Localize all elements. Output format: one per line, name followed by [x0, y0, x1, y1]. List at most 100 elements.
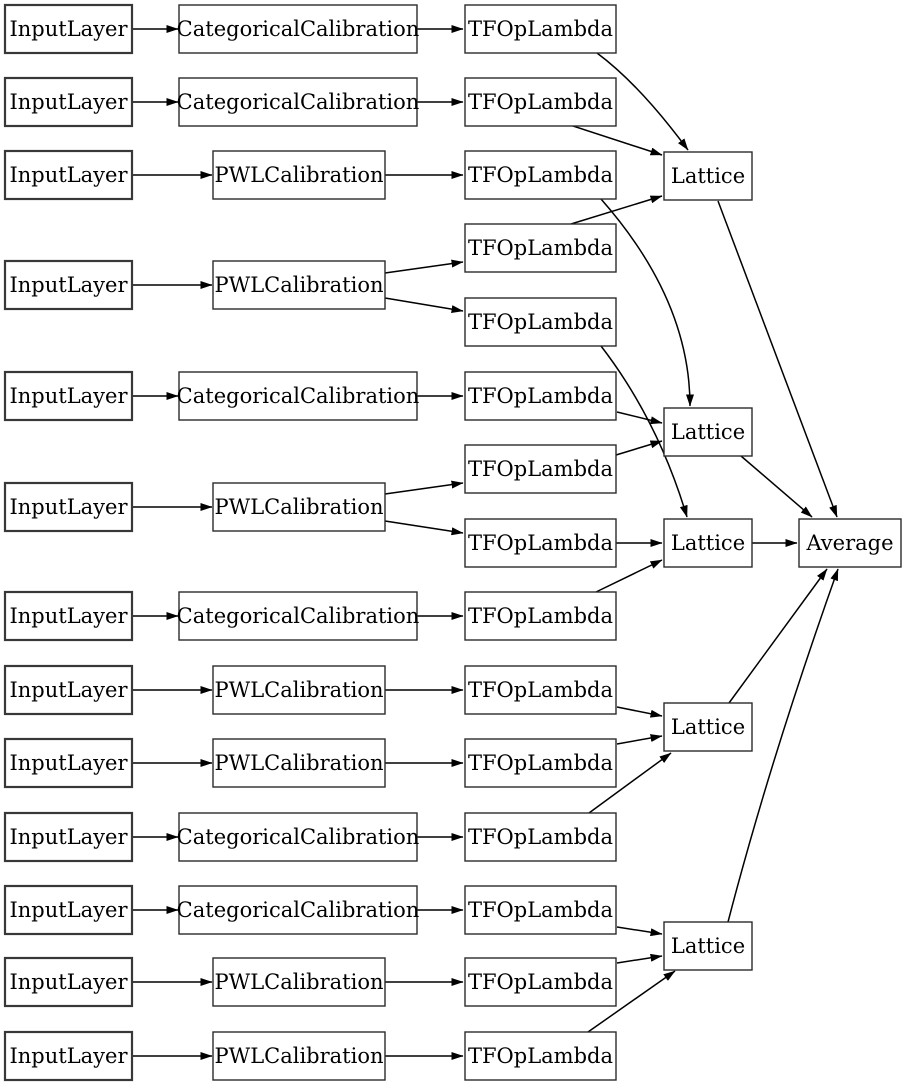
edge-tf9-to-lat3 [595, 559, 663, 593]
lat3-label: Lattice [671, 531, 745, 555]
cal6-box [212, 482, 386, 532]
node-in10: InputLayer [3, 811, 134, 863]
in8-box [3, 664, 134, 716]
node-lat3: Lattice [663, 518, 753, 568]
tf12-box [464, 812, 617, 862]
cal12-box [212, 957, 386, 1007]
in10-box [3, 811, 134, 863]
edge-tf15-to-lat5 [587, 970, 676, 1033]
in11-label: InputLayer [9, 898, 128, 922]
tf3-box [464, 150, 617, 200]
in5-label: InputLayer [9, 384, 128, 408]
in1-box [3, 3, 134, 55]
avg-label: Average [805, 531, 893, 555]
edge-lat4-to-avg [728, 568, 828, 704]
node-cal13: PWLCalibration [212, 1031, 386, 1081]
edges-layer [132, 25, 839, 1060]
in3-box [3, 149, 134, 201]
edge-tf14-to-lat5 [616, 953, 663, 964]
cal7-label: CategoricalCalibration [177, 604, 420, 628]
tf8-box [464, 518, 617, 568]
node-tf9: TFOpLambda [464, 591, 617, 641]
cal7-box [178, 591, 418, 641]
node-cal7: CategoricalCalibration [177, 591, 420, 641]
lat5-label: Lattice [671, 934, 745, 958]
tf1-box [464, 4, 617, 54]
in13-label: InputLayer [9, 1044, 128, 1068]
in8-label: InputLayer [9, 678, 128, 702]
node-in11: InputLayer [3, 884, 134, 936]
in7-box [3, 590, 134, 642]
node-avg: Average [798, 518, 902, 568]
node-tf6: TFOpLambda [464, 371, 617, 421]
cal9-label: PWLCalibration [214, 751, 383, 775]
lat2-box [663, 407, 753, 457]
edge-tf11-to-lat4 [616, 734, 663, 745]
in3-label: InputLayer [9, 163, 128, 187]
tf7-label: TFOpLambda [468, 457, 613, 481]
edge-tf7-to-lat2 [615, 440, 663, 456]
tf4-label: TFOpLambda [468, 236, 613, 260]
node-tf14: TFOpLambda [464, 957, 617, 1007]
tf1-label: TFOpLambda [468, 17, 613, 41]
tf6-label: TFOpLambda [468, 384, 613, 408]
in1-label: InputLayer [9, 17, 128, 41]
avg-box [798, 518, 902, 568]
lat3-box [663, 518, 753, 568]
edge-tf5-to-lat3 [600, 345, 688, 518]
node-in12: InputLayer [3, 956, 134, 1008]
edge-lat1-to-avg [717, 200, 838, 518]
tf11-label: TFOpLambda [468, 751, 613, 775]
edge-cal6-to-tf7 [384, 480, 464, 495]
in13-box [3, 1030, 134, 1082]
in12-label: InputLayer [9, 970, 128, 994]
node-lat4: Lattice [663, 702, 753, 752]
node-cal3: PWLCalibration [212, 150, 386, 200]
tf10-label: TFOpLambda [468, 678, 613, 702]
node-tf13: TFOpLambda [464, 885, 617, 935]
node-in1: InputLayer [3, 3, 134, 55]
node-cal5: CategoricalCalibration [177, 371, 420, 421]
node-in9: InputLayer [3, 737, 134, 789]
node-tf5: TFOpLambda [464, 297, 617, 347]
in2-box [3, 76, 134, 128]
tf5-label: TFOpLambda [468, 310, 613, 334]
edge-cal4-to-tf5 [384, 297, 464, 314]
nodes-layer: InputLayerInputLayerInputLayerInputLayer… [3, 3, 902, 1082]
lat4-box [663, 702, 753, 752]
node-cal6: PWLCalibration [212, 482, 386, 532]
cal1-box [178, 4, 418, 54]
cal4-box [212, 260, 386, 310]
node-cal4: PWLCalibration [212, 260, 386, 310]
cal5-label: CategoricalCalibration [177, 384, 420, 408]
in10-label: InputLayer [9, 825, 128, 849]
tf14-label: TFOpLambda [468, 970, 613, 994]
in6-label: InputLayer [9, 495, 128, 519]
cal10-box [178, 812, 418, 862]
node-in2: InputLayer [3, 76, 134, 128]
node-cal2: CategoricalCalibration [177, 77, 419, 127]
tf14-box [464, 957, 617, 1007]
node-cal12: PWLCalibration [212, 957, 386, 1007]
tf13-label: TFOpLambda [468, 898, 613, 922]
lat4-label: Lattice [671, 715, 745, 739]
edge-tf6-to-lat2 [616, 411, 663, 425]
node-cal8: PWLCalibration [212, 665, 386, 715]
node-in4: InputLayer [3, 259, 134, 311]
node-lat1: Lattice [663, 151, 753, 201]
tf5-box [464, 297, 617, 347]
node-tf8: TFOpLambda [464, 518, 617, 568]
node-cal11: CategoricalCalibration [177, 885, 419, 935]
cal2-box [178, 77, 418, 127]
edge-tf4-to-lat1 [570, 195, 663, 225]
cal13-box [212, 1031, 386, 1081]
in9-label: InputLayer [9, 751, 128, 775]
cal1-label: CategoricalCalibration [177, 17, 420, 41]
cal11-box [178, 885, 418, 935]
node-tf7: TFOpLambda [464, 444, 617, 494]
edge-cal6-to-tf8 [384, 520, 464, 536]
tf2-box [464, 77, 617, 127]
node-in8: InputLayer [3, 664, 134, 716]
in4-label: InputLayer [9, 273, 128, 297]
